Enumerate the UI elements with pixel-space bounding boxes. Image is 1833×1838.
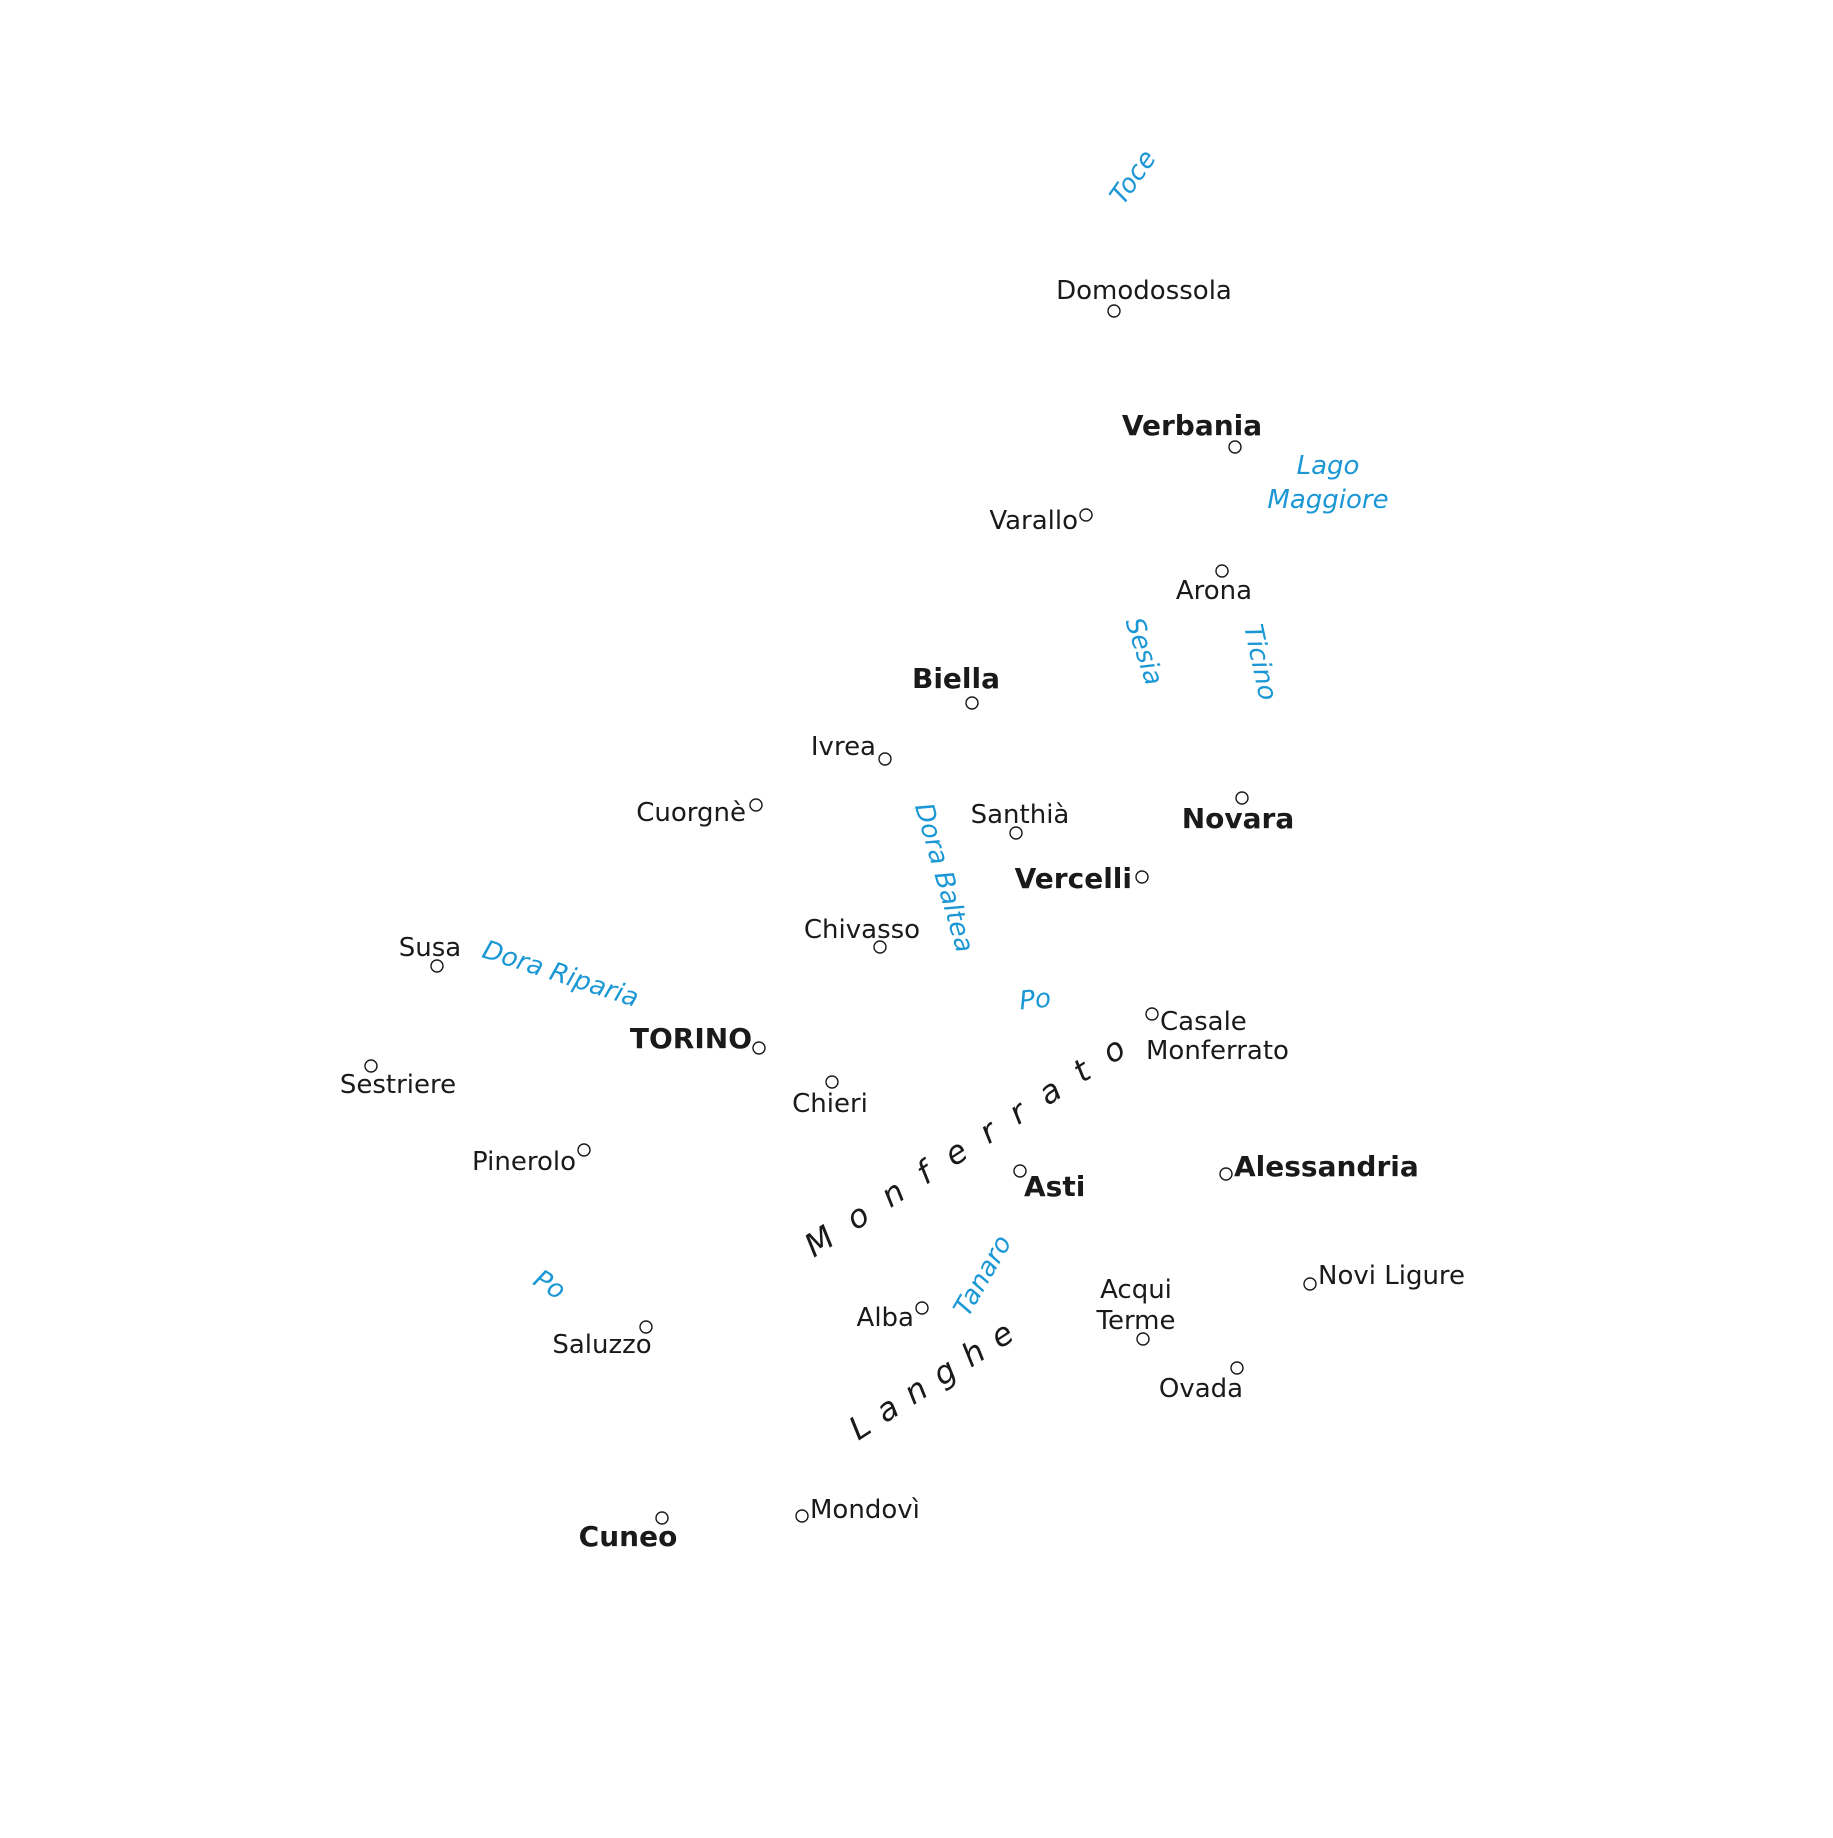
town-label-mondovi: Mondovì xyxy=(810,1495,920,1525)
town-vercelli: Vercelli xyxy=(1015,862,1149,895)
town-label-chivasso: Chivasso xyxy=(804,915,920,945)
town-marker-saluzzo xyxy=(639,1320,653,1334)
town-alessandria: Alessandria xyxy=(1219,1150,1419,1183)
town-label-line: Acqui xyxy=(1100,1275,1172,1305)
town-marker-vercelli xyxy=(1135,870,1149,884)
town-marker-chieri xyxy=(825,1075,839,1089)
town-arona: Arona xyxy=(1176,564,1252,606)
town-marker-acqui xyxy=(1136,1332,1150,1346)
town-label-alba: Alba xyxy=(857,1303,914,1333)
town-marker-casale xyxy=(1145,1007,1159,1021)
town-label-cuorgne: Cuorgnè xyxy=(636,798,746,828)
town-marker-novara xyxy=(1235,791,1249,805)
town-label-chieri: Chieri xyxy=(792,1089,868,1119)
town-label-alessandria: Alessandria xyxy=(1234,1150,1419,1183)
town-label-sestriere: Sestriere xyxy=(340,1070,456,1100)
town-label-susa: Susa xyxy=(399,933,461,963)
town-marker-domodossola xyxy=(1107,304,1121,318)
town-label-asti: Asti xyxy=(1024,1170,1085,1203)
town-label-santhia: Santhià xyxy=(971,800,1070,830)
town-ivrea: Ivrea xyxy=(811,732,892,766)
town-sestriere: Sestriere xyxy=(340,1059,456,1100)
water-label-ticino: Ticino xyxy=(1237,622,1282,704)
town-chieri: Chieri xyxy=(792,1075,868,1119)
town-novara: Novara xyxy=(1182,791,1295,835)
town-alba: Alba xyxy=(857,1301,929,1333)
town-marker-mondovi xyxy=(795,1509,809,1523)
town-label-novara: Novara xyxy=(1182,802,1295,835)
town-marker-ovada xyxy=(1230,1361,1244,1375)
town-marker-pinerolo xyxy=(577,1143,591,1157)
town-biella: Biella xyxy=(912,662,1000,710)
town-label-ovada: Ovada xyxy=(1159,1374,1243,1404)
town-label-line: Terme xyxy=(1095,1306,1175,1336)
town-label-novi: Novi Ligure xyxy=(1318,1261,1465,1291)
town-label-line: Casale xyxy=(1160,1007,1247,1037)
town-label-saluzzo: Saluzzo xyxy=(552,1330,651,1360)
town-label-arona: Arona xyxy=(1176,576,1252,606)
town-pinerolo: Pinerolo xyxy=(472,1143,591,1177)
town-marker-cuorgne xyxy=(749,798,763,812)
town-label-varallo: Varallo xyxy=(989,506,1078,536)
town-label-biella: Biella xyxy=(912,662,1000,695)
town-marker-sestriere xyxy=(364,1059,378,1073)
town-ovada: Ovada xyxy=(1159,1361,1244,1404)
town-marker-torino xyxy=(752,1041,766,1055)
town-marker-arona xyxy=(1215,564,1229,578)
town-cuorgne: Cuorgnè xyxy=(636,798,763,828)
town-label-pinerolo: Pinerolo xyxy=(472,1147,576,1177)
town-novi: Novi Ligure xyxy=(1303,1261,1465,1291)
water-label-line: Maggiore xyxy=(1267,485,1388,515)
town-label-domodossola: Domodossola xyxy=(1056,276,1232,306)
town-susa: Susa xyxy=(399,933,461,973)
town-marker-alessandria xyxy=(1219,1167,1233,1181)
water-label-line: Lago xyxy=(1297,451,1360,481)
town-cuneo: Cuneo xyxy=(579,1511,678,1553)
town-marker-novi xyxy=(1303,1277,1317,1291)
water-label-po-south: Po xyxy=(528,1264,571,1306)
town-label-cuneo: Cuneo xyxy=(579,1520,678,1553)
town-marker-susa xyxy=(430,959,444,973)
town-label-line: Monferrato xyxy=(1146,1036,1289,1066)
town-label-torino: TORINO xyxy=(630,1022,752,1055)
water-label-sesia: Sesia xyxy=(1119,614,1169,689)
town-label-verbania: Verbania xyxy=(1122,409,1262,442)
town-verbania: Verbania xyxy=(1122,409,1262,454)
town-chivasso: Chivasso xyxy=(804,915,920,954)
town-santhia: Santhià xyxy=(971,800,1070,840)
town-marker-chivasso xyxy=(873,940,887,954)
town-asti: Asti xyxy=(1013,1164,1085,1203)
water-label-dora-riparia: Dora Riparia xyxy=(479,935,643,1014)
town-marker-verbania xyxy=(1228,440,1242,454)
town-varallo: Varallo xyxy=(989,506,1093,536)
region-label-monferrato: Monferrato xyxy=(797,1017,1150,1265)
water-label-toce: Toce xyxy=(1104,145,1162,210)
town-domodossola: Domodossola xyxy=(1056,276,1232,318)
town-marker-asti xyxy=(1013,1164,1027,1178)
town-marker-santhia xyxy=(1009,826,1023,840)
town-marker-alba xyxy=(915,1301,929,1315)
town-saluzzo: Saluzzo xyxy=(552,1320,653,1360)
town-marker-biella xyxy=(965,696,979,710)
water-label-po-north: Po xyxy=(1018,983,1053,1016)
town-mondovi: Mondovì xyxy=(795,1495,920,1525)
town-marker-varallo xyxy=(1079,508,1093,522)
town-marker-cuneo xyxy=(655,1511,669,1525)
town-label-vercelli: Vercelli xyxy=(1015,862,1132,895)
town-label-ivrea: Ivrea xyxy=(811,732,876,762)
town-torino: TORINO xyxy=(630,1022,766,1055)
town-marker-ivrea xyxy=(878,752,892,766)
